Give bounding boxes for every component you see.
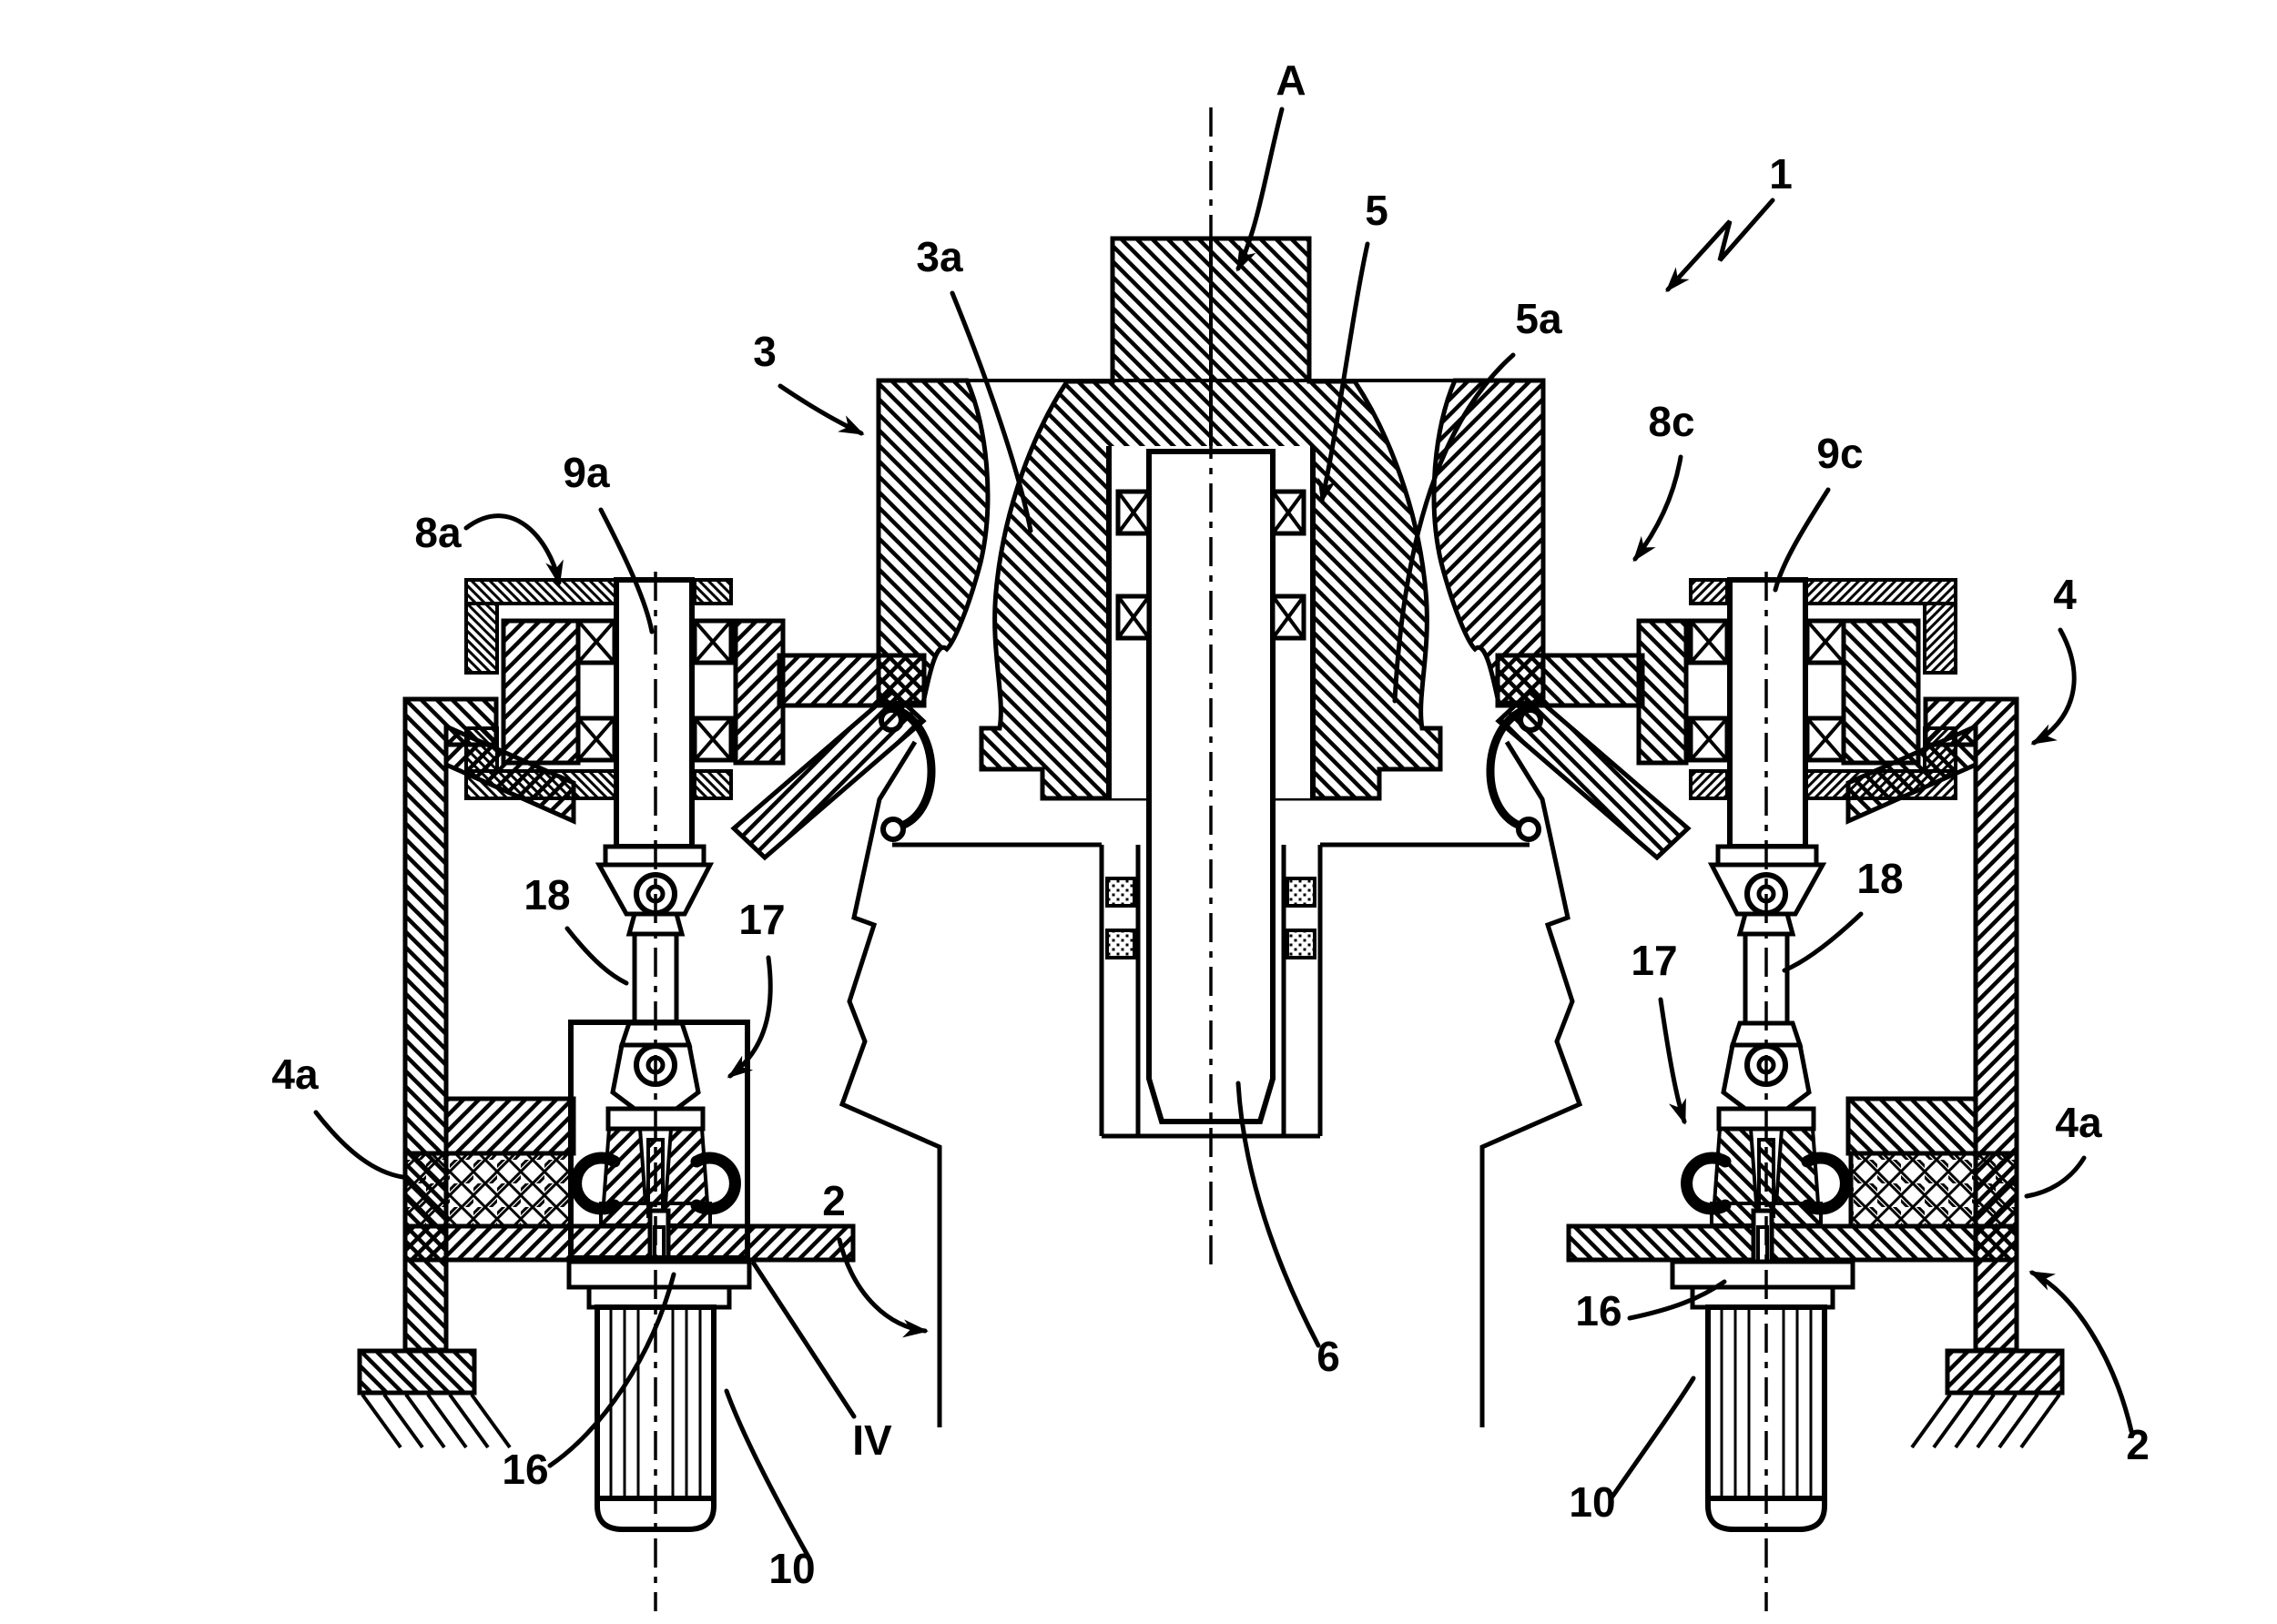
ref-label-4-21: 4 <box>2053 571 2077 618</box>
ref-label-2-22: 2 <box>2126 1421 2150 1468</box>
leader-line-1-5 <box>1665 198 1775 292</box>
ref-label-16-23: 16 <box>1575 1287 1621 1335</box>
leader-line-3a-3 <box>950 290 1033 533</box>
leader-line-8a-6 <box>463 513 564 586</box>
leader-line-10-15 <box>724 1388 812 1561</box>
leader-line-5-1 <box>1317 241 1370 504</box>
leader-line-A-0 <box>1235 107 1285 272</box>
leader-line-18-18 <box>1782 911 1864 973</box>
reference-labels: A55a3a318a9a18174a2616IV108c9c18174a4216… <box>271 56 2149 1592</box>
ref-label-IV-14: IV <box>852 1416 892 1464</box>
leader-line-2-22 <box>2028 1270 2134 1434</box>
leader-line-16-13 <box>547 1272 676 1468</box>
shaft-seal <box>1105 877 1136 908</box>
ref-label-3a-3: 3a <box>916 233 963 280</box>
ref-label-9c-17: 9c <box>1816 430 1863 477</box>
ref-label-8c-16: 8c <box>1648 398 1694 445</box>
leader-line-17-9 <box>727 955 773 1079</box>
shaft-seal <box>1286 929 1316 959</box>
leader-line-9a-7 <box>598 507 655 634</box>
ref-label-2-11: 2 <box>822 1177 846 1224</box>
leader-line-6-12 <box>1235 1081 1321 1348</box>
leader-line-16-23 <box>1627 1279 1727 1321</box>
ref-label-16-13: 16 <box>502 1446 548 1493</box>
main-shaft <box>1146 449 1276 1124</box>
leader-line-4a-20 <box>2024 1155 2087 1199</box>
ref-label-18-18: 18 <box>1856 855 1903 902</box>
main-shaft-bearings <box>1115 489 1306 641</box>
ref-label-3-4: 3 <box>753 328 777 375</box>
ref-label-5-1: 5 <box>1365 187 1388 234</box>
leader-line-17-19 <box>1658 997 1687 1125</box>
leader-line-3-4 <box>778 383 865 436</box>
shaft-seal <box>1286 877 1316 908</box>
ref-label-10-15: 10 <box>768 1545 815 1592</box>
ref-label-10-24: 10 <box>1569 1478 1615 1526</box>
ref-label-1-5: 1 <box>1769 150 1793 198</box>
ref-label-A-0: A <box>1276 56 1306 104</box>
leader-line-9c-17 <box>1773 487 1831 593</box>
leader-line-IV-14 <box>751 1261 857 1419</box>
ref-label-5a-2: 5a <box>1515 295 1562 342</box>
ref-label-4a-20: 4a <box>2055 1099 2102 1146</box>
leader-line-4a-10 <box>313 1110 405 1180</box>
ref-label-17-9: 17 <box>738 896 785 943</box>
leader-line-4-21 <box>2030 627 2077 746</box>
ref-label-4a-10: 4a <box>271 1051 319 1098</box>
pedestal-break-line-right <box>1479 740 1583 1427</box>
ref-label-8a-6: 8a <box>414 509 462 556</box>
pedestal-body <box>839 740 1583 1427</box>
leader-line-5a-2 <box>1392 352 1516 704</box>
leader-line-8c-16 <box>1632 454 1683 563</box>
leader-line-10-24 <box>1610 1375 1696 1499</box>
gearbox-housing-box <box>568 1020 750 1261</box>
ref-label-9a-7: 9a <box>563 449 610 496</box>
leader-line-2-11 <box>837 1237 929 1338</box>
ref-label-6-12: 6 <box>1316 1333 1340 1380</box>
ref-label-17-19: 17 <box>1631 937 1677 984</box>
ref-label-18-8: 18 <box>524 871 570 919</box>
pedestal-break-line-left <box>839 740 942 1427</box>
shaft-seal <box>1105 929 1136 959</box>
leader-line-18-8 <box>564 926 629 986</box>
